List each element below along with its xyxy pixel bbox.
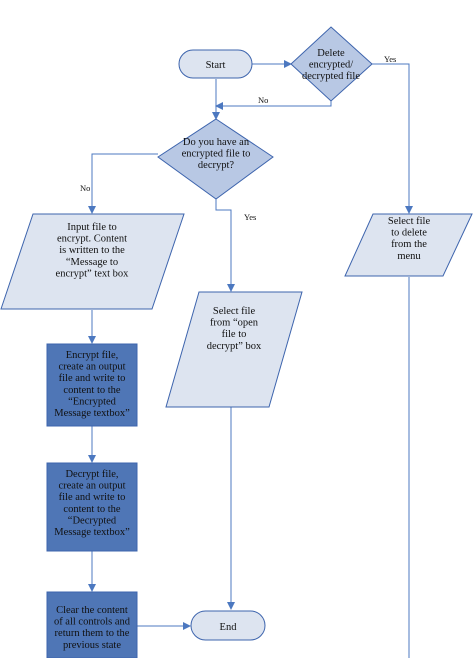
edge-delete-no [215,101,332,110]
select-delete-line-4: menu [397,251,421,262]
end-shape [190,610,266,641]
select-delete-file-shape [344,213,473,277]
select-open-line-1: Select file [213,306,256,317]
encrypt-file-shape [46,343,138,427]
decrypt-file-line-2: create an output [58,481,125,492]
edge-label-delete-yes: Yes [384,54,396,64]
have-file-decision-line-2: encrypted file to [182,149,251,160]
clear-controls-line-4: previous state [63,640,121,651]
delete-decision-shape [290,26,373,102]
decrypt-file-line-4: content to the [63,504,120,515]
select-delete-line-2: to delete [391,228,427,239]
encrypt-file-line-5: “Encrypted [68,396,117,407]
delete-decision-line-1: Delete [317,48,345,59]
input-file-line-3: is written to the [59,245,125,256]
select-open-line-2: from “open [210,318,259,329]
clear-controls-line-1: Clear the content [56,605,128,616]
encrypt-file-line-1: Encrypt file, [66,350,118,361]
edge-have-file-yes [215,199,235,292]
input-file-shape [0,213,185,310]
input-file-line-4: “Message to [66,257,118,268]
input-file-line-1: Input file to [67,222,117,233]
input-file-line-2: encrypt. Content [57,234,127,245]
delete-decision-line-3: decrypted file [302,71,360,82]
encrypt-file-line-2: create an output [58,362,125,373]
decrypt-file-line-1: Decrypt file, [65,469,118,480]
select-open-file-shape [165,291,303,408]
select-delete-line-1: Select file [388,216,431,227]
start-node: Start [178,49,253,79]
end-node: End [190,610,266,641]
encrypt-file-line-4: content to the [63,385,120,396]
clear-controls-line-3: return them to the [55,628,130,639]
start-shape [178,49,253,79]
decrypt-file-shape [46,462,138,552]
select-open-line-3: file to [222,329,247,340]
edge-label-have-file-no: No [80,183,90,193]
edge-label-delete-no: No [258,95,268,105]
select-delete-line-3: from the [391,239,427,250]
decrypt-file-line-6: Message textbox” [54,527,130,538]
input-file-line-5: encrypt” text box [56,268,130,279]
edge-delete-yes [372,63,413,214]
select-open-line-4: decrypt” box [207,341,262,352]
encrypt-file-line-6: Message textbox” [54,408,130,419]
edge-have-file-no [88,153,158,214]
clear-controls-shape [46,591,138,658]
delete-decision-line-2: encrypted/ [309,60,353,71]
edge-label-have-file-yes: Yes [244,212,256,222]
end-label: End [220,622,238,633]
have-file-decision-line-3: decrypt? [198,160,234,171]
clear-controls-line-2: of all controls and [54,617,131,628]
have-file-decision-shape [157,118,274,200]
have-file-decision-line-1: Do you have an [183,137,250,148]
decrypt-file-line-5: “Decrypted [68,515,117,526]
edges [88,60,413,658]
start-label: Start [206,60,226,71]
decrypt-file-line-3: file and write to [59,492,126,503]
encrypt-file-line-3: file and write to [59,373,126,384]
edge-labels: Yes No No Yes [80,54,396,222]
